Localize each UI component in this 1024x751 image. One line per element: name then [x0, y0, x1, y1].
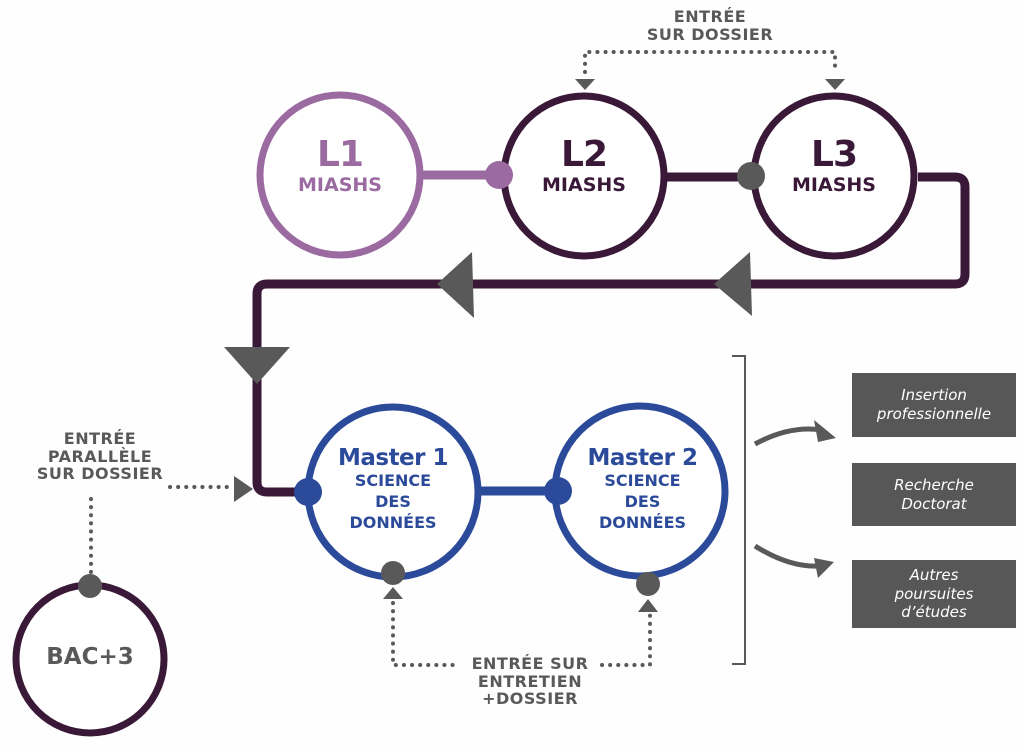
circle-l1: [256, 91, 424, 259]
node-master1[interactable]: Master 1 SCIENCE DES DONNÉES: [323, 445, 463, 534]
curved-arrow-down-head: [814, 558, 834, 578]
arrow-small-m1: [383, 587, 403, 599]
dot-m1-bottom: [381, 561, 405, 585]
outcome-line: Autres: [909, 565, 959, 584]
outcome-line: d’études: [901, 603, 967, 622]
node-master1-title: Master 1: [337, 445, 449, 471]
arrow-small-parallele: [234, 476, 253, 502]
arrow-small-l2: [575, 79, 595, 90]
label-line: +DOSSIER: [482, 689, 578, 709]
dotted-entree-entretien-right: [600, 608, 652, 667]
path-l3-to-master1: [252, 172, 970, 497]
node-l2[interactable]: L2 MIASHS: [514, 135, 654, 195]
node-l2-title: L2: [561, 134, 608, 175]
dot-bac3-top: [78, 574, 102, 598]
dot-l2-entry: [485, 161, 513, 189]
node-l1-title: L1: [317, 134, 364, 175]
node-bac3[interactable]: BAC+3: [20, 644, 160, 670]
outcome-line: Insertion: [901, 386, 967, 405]
dotted-entree-entretien-left: [391, 601, 457, 667]
outcome-line: Doctorat: [901, 494, 967, 513]
node-bac3-title: BAC+3: [46, 644, 134, 670]
label-line: SUR DOSSIER: [36, 464, 164, 484]
curved-arrow-up-head: [814, 420, 836, 442]
arrow-small-m2: [638, 599, 658, 612]
outcome-insertion[interactable]: Insertion professionnelle: [852, 373, 1016, 437]
curved-arrow-up: [753, 426, 823, 447]
node-master2-line3: DONNÉES: [598, 512, 687, 532]
label-line: SUR DOSSIER: [646, 24, 774, 44]
outcome-line: Recherche: [894, 475, 974, 494]
label-line: ENTRETIEN: [477, 671, 583, 691]
node-master2[interactable]: Master 2 SCIENCE DES DONNÉES: [570, 445, 715, 534]
label-line: ENTRÉE SUR: [471, 654, 589, 673]
node-l1-subtitle: MIASHS: [298, 173, 382, 196]
node-master1-line3: DONNÉES: [349, 512, 437, 532]
label-entree-parallele: ENTRÉE PARALLÈLE SUR DOSSIER: [30, 430, 170, 483]
label-line: ENTRÉE: [673, 7, 747, 26]
outcome-line: poursuites: [894, 584, 974, 603]
outcome-autres[interactable]: Autres poursuites d’études: [852, 560, 1016, 628]
dotted-entree-dossier: [583, 50, 837, 74]
node-master2-line1: SCIENCE: [604, 471, 681, 491]
outcome-line: professionnelle: [876, 405, 992, 423]
outcome-bracket: [732, 355, 746, 665]
label-line: PARALLÈLE: [47, 446, 153, 466]
node-l3[interactable]: L3 MIASHS: [764, 135, 904, 195]
label-entree-dossier: ENTRÉE SUR DOSSIER: [620, 8, 800, 43]
node-master2-title: Master 2: [587, 445, 698, 471]
curved-arrow-down: [753, 543, 821, 569]
label-line: ENTRÉE: [63, 429, 137, 448]
dot-m2-entry: [544, 477, 572, 505]
node-master1-line2: DES: [375, 492, 411, 512]
node-l3-subtitle: MIASHS: [792, 173, 876, 196]
arrow-down: [224, 347, 290, 384]
node-l3-title: L3: [811, 134, 858, 175]
node-master2-line2: DES: [624, 492, 661, 512]
dot-m2-bottom: [636, 572, 660, 596]
arrow-left-1: [437, 252, 474, 318]
arrow-left-2: [714, 252, 752, 316]
node-l2-subtitle: MIASHS: [542, 173, 626, 196]
node-l1[interactable]: L1 MIASHS: [270, 135, 410, 195]
node-master1-line1: SCIENCE: [354, 471, 432, 491]
outcome-recherche[interactable]: Recherche Doctorat: [852, 463, 1016, 526]
arrow-small-l3: [825, 79, 845, 90]
dot-m1-entry: [294, 478, 322, 506]
label-entree-entretien: ENTRÉE SUR ENTRETIEN +DOSSIER: [450, 655, 610, 708]
dot-l3-entry: [737, 162, 765, 190]
